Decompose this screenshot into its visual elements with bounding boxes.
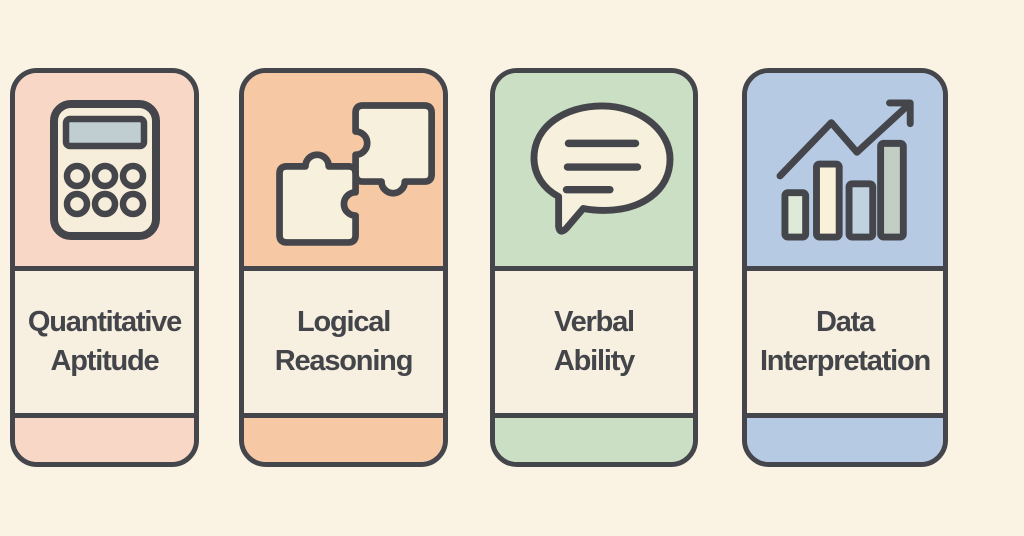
card-title: Quantitative Aptitude: [15, 266, 194, 418]
card-title: Logical Reasoning: [244, 266, 443, 418]
bar-chart-icon: [776, 98, 914, 241]
speech-bubble-text-lines: [562, 139, 642, 193]
card-title-line: Data: [815, 306, 875, 338]
chart-bar: [877, 139, 907, 241]
card-footer-strip: [15, 418, 194, 462]
card-verbal-ability: Verbal Ability: [490, 68, 698, 467]
card-icon-panel: [244, 73, 443, 266]
card-title-line: Quantitative: [27, 306, 182, 338]
card-footer-strip: [244, 418, 443, 462]
puzzle-piece-top-right: [351, 102, 435, 197]
card-icon-panel: [15, 73, 194, 266]
card-quantitative-aptitude: Quantitative Aptitude: [10, 68, 199, 467]
card-footer-strip: [747, 418, 943, 462]
speech-bubble-icon: [530, 101, 674, 235]
card-title-line: Aptitude: [50, 345, 160, 377]
card-footer-strip: [495, 418, 693, 462]
card-title-line: Logical: [296, 306, 391, 338]
card-logical-reasoning: Logical Reasoning: [239, 68, 448, 467]
calculator-icon: [49, 99, 160, 240]
chart-bar: [845, 179, 877, 241]
chart-bars: [781, 139, 907, 241]
card-title: Verbal Ability: [495, 266, 693, 418]
card-title: Data Interpretation: [747, 266, 943, 418]
calculator-screen: [62, 115, 147, 149]
card-data-interpretation: Data Interpretation: [742, 68, 948, 467]
chart-bar: [813, 160, 843, 241]
card-icon-panel: [495, 73, 693, 266]
card-title-line: Interpretation: [759, 345, 931, 377]
card-icon-panel: [747, 73, 943, 266]
chart-bar: [781, 188, 810, 241]
calculator-buttons: [63, 162, 146, 217]
puzzle-icon: [275, 102, 435, 246]
card-title-line: Reasoning: [274, 345, 414, 377]
card-title-line: Verbal: [554, 306, 635, 338]
trend-arrowhead: [886, 98, 914, 127]
puzzle-piece-bottom-left: [275, 151, 359, 246]
trend-line: [776, 102, 910, 179]
card-title-line: Ability: [553, 345, 635, 377]
